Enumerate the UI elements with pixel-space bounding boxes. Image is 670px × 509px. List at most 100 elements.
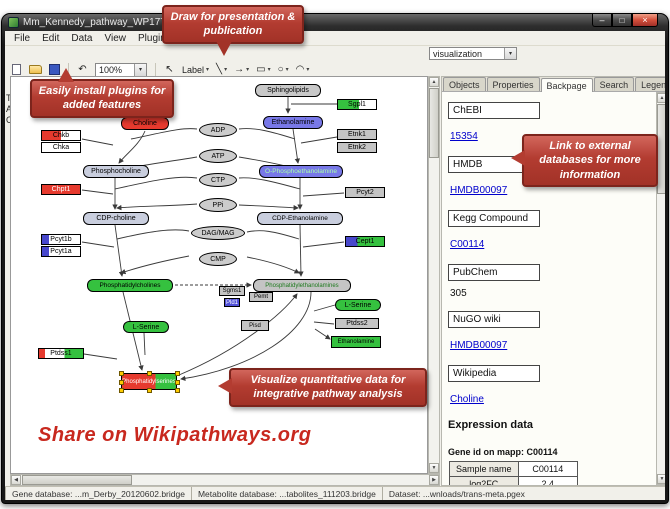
line-tool-icon: ╲ [216, 64, 223, 75]
backpage-link[interactable]: C00114 [450, 239, 485, 250]
pathway-node-pcyt1a[interactable]: Pcyt1a [41, 246, 81, 257]
backpage-link[interactable]: HMDB00097 [450, 185, 508, 196]
scrollbar-thumb[interactable] [657, 104, 665, 194]
pathway-node-pcyt1b[interactable]: Pcyt1b [41, 234, 81, 245]
selection-handle[interactable] [119, 388, 124, 393]
menu-edit[interactable]: Edit [42, 32, 60, 44]
minimize-button[interactable] [592, 14, 612, 27]
chevron-down-icon[interactable]: ▾ [504, 48, 516, 59]
zoom-select[interactable]: 100% ▾ [95, 62, 147, 77]
chevron-down-icon[interactable]: ▾ [134, 63, 146, 76]
scrollbar-thumb[interactable] [429, 88, 439, 158]
new-button[interactable] [8, 62, 25, 77]
selection-handle[interactable] [147, 371, 152, 376]
scroll-up-button[interactable] [429, 77, 439, 87]
scroll-down-button[interactable] [657, 474, 665, 484]
pathway-node-cdp-choline[interactable]: CDP-choline [83, 212, 149, 225]
pathway-node-sgms1[interactable]: Sgms1 [219, 286, 245, 296]
backpage-header: Kegg Compound [448, 210, 540, 227]
pathway-node-ethanolamine[interactable]: Ethanolamine [331, 336, 381, 348]
pathway-node-ptdss1[interactable]: Ptdss1 [38, 348, 84, 359]
selection-handle[interactable] [175, 379, 180, 385]
pathway-node-pcyt2[interactable]: Pcyt2 [345, 187, 385, 198]
pathway-node-phosphocholine[interactable]: Phosphocholine [83, 165, 149, 178]
pathway-node-ppi[interactable]: PPi [199, 198, 237, 212]
pathway-node-dag-mag[interactable]: DAG/MAG [191, 226, 245, 240]
arrow-tool[interactable]: →▾ [231, 62, 252, 77]
tab-legend[interactable]: Legend [635, 77, 665, 91]
arc-tool[interactable]: ◠▾ [293, 62, 313, 77]
pathway-node-atp[interactable]: ATP [199, 149, 237, 163]
canvas-vertical-scrollbar[interactable] [428, 76, 440, 474]
scroll-right-button[interactable] [429, 475, 439, 485]
scroll-down-button[interactable] [429, 463, 439, 473]
pathway-node-sphingolipids[interactable]: Sphingolipids [255, 84, 321, 97]
pathway-node-chpt1[interactable]: Chpt1 [41, 184, 81, 195]
menu-plugins[interactable]: Plugins [137, 32, 171, 44]
pathway-node-chkb[interactable]: Chkb [41, 130, 81, 141]
line-tool[interactable]: ╲▾ [213, 62, 230, 77]
chevron-down-icon: ▾ [306, 67, 310, 73]
pathway-node-phosphatidylserines[interactable]: Phosphatidylserines [119, 371, 180, 393]
scrollbar-thumb[interactable] [22, 475, 132, 485]
selection-handle[interactable] [175, 388, 180, 393]
tab-search[interactable]: Search [593, 77, 635, 91]
select-tool[interactable]: ↖ [161, 62, 178, 77]
pathway-node-cmp[interactable]: CMP [199, 252, 237, 266]
menu-bar: FileEditDataViewPluginsHelp [5, 31, 665, 46]
maximize-button[interactable] [612, 14, 632, 27]
label-tool[interactable]: Label▾ [179, 62, 212, 77]
selection-handle[interactable] [119, 371, 124, 376]
arrow-tool-icon: → [234, 64, 245, 75]
pathway-node-cdp-ethanolamine[interactable]: CDP-Ethanolamine [257, 212, 343, 225]
tab-properties[interactable]: Properties [486, 77, 540, 91]
pathway-node-cept1[interactable]: Cept1 [345, 236, 385, 247]
title-bar[interactable]: Mm_Kennedy_pathway_WP1771_45176.gpml... [2, 14, 668, 31]
tab-objects[interactable]: Objects [443, 77, 486, 91]
pathway-node-adp[interactable]: ADP [199, 123, 237, 137]
callout-draw: Draw for presentation & publication [162, 5, 304, 56]
backpage-link[interactable]: 15354 [450, 131, 478, 142]
pathway-node-pemt[interactable]: Pemt [249, 292, 273, 302]
oval-tool[interactable]: ○▾ [275, 62, 292, 77]
open-folder-icon [29, 65, 42, 74]
pathway-node-chka[interactable]: Chka [41, 142, 81, 153]
client-area: FileEditDataViewPluginsHelp visualizatio… [5, 31, 665, 500]
tab-backpage[interactable]: Backpage [540, 78, 593, 92]
selection-handle[interactable] [147, 388, 152, 393]
selection-handle[interactable] [119, 379, 124, 385]
pathway-node-phosphatidylethanolamines[interactable]: Phosphatidylethanolamines [253, 279, 351, 292]
new-page-icon [12, 64, 21, 75]
rect-tool[interactable]: ▭▾ [253, 62, 273, 77]
pathway-node-pld1[interactable]: Pld1 [224, 298, 240, 307]
pathway-node-pisd[interactable]: Pisd [241, 320, 269, 331]
backpage-link[interactable]: Choline [450, 394, 484, 405]
pathway-node-sgpl1[interactable]: Sgpl1 [337, 99, 377, 110]
pathway-node-phosphatidylcholines[interactable]: Phosphatidylcholines [87, 279, 173, 292]
scroll-up-button[interactable] [657, 93, 665, 103]
menu-file[interactable]: File [14, 32, 31, 44]
scroll-left-button[interactable] [11, 475, 21, 485]
pathway-node-ctp[interactable]: CTP [199, 173, 237, 187]
pathway-node-l-serine[interactable]: L-Serine [335, 299, 381, 311]
menu-data[interactable]: Data [71, 32, 93, 44]
backpage-link[interactable]: HMDB00097 [450, 340, 508, 351]
undo-button[interactable]: ↶ [74, 62, 91, 77]
pathway-node-l-serine[interactable]: L-Serine [123, 321, 169, 333]
pathway-node-etnk1[interactable]: Etnk1 [337, 129, 377, 140]
status-segment: Metabolite database: ...tabolites_111203… [190, 487, 382, 500]
pathway-node-etnk2[interactable]: Etnk2 [337, 142, 377, 153]
gene-id-line: Gene id on mapp: C00114 [448, 447, 558, 457]
pathway-node-choline[interactable]: Choline [121, 117, 169, 130]
menu-view[interactable]: View [104, 32, 126, 44]
open-button[interactable] [26, 62, 45, 77]
selection-handle[interactable] [175, 371, 180, 376]
canvas-horizontal-scrollbar[interactable] [10, 474, 440, 486]
pathway-node-ethanolamine[interactable]: Ethanolamine [263, 116, 323, 129]
pathway-node-ptdss2[interactable]: Ptdss2 [335, 318, 379, 329]
pathway-node-o-phosphoethanolamine[interactable]: O-Phosphoethanolamine [259, 165, 343, 178]
visualization-select[interactable]: visualization ▾ [429, 47, 517, 60]
close-button[interactable] [632, 14, 658, 27]
